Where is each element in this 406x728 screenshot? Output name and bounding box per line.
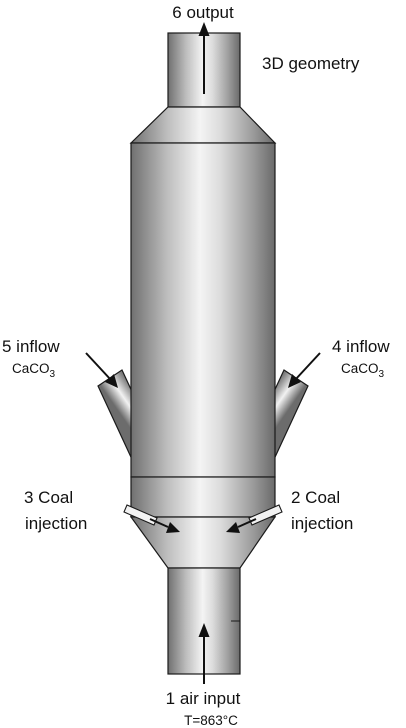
inflow-right-formula-main: CaCO xyxy=(341,361,379,376)
inflow-right-formula-sub: 3 xyxy=(379,369,385,380)
inflow-left-title: 5 inflow xyxy=(2,337,60,356)
coal-right-arrow xyxy=(226,518,257,533)
lower-section xyxy=(130,476,276,518)
reactor-body xyxy=(130,142,276,478)
coal-right-line2: injection xyxy=(291,514,353,533)
inflow-left-arrow xyxy=(85,352,118,388)
coal-nozzle-left xyxy=(123,504,158,526)
output-arrow xyxy=(198,22,210,94)
inflow-right-formula: CaCO3 xyxy=(341,361,385,380)
coal-right-line1: 2 Coal xyxy=(291,488,340,507)
coal-nozzle-right xyxy=(248,504,283,526)
inflow-right-arrow xyxy=(288,352,321,388)
coal-left-arrow xyxy=(149,518,180,533)
coal-left-line2: injection xyxy=(25,514,87,533)
air-input-label: 1 air input xyxy=(166,689,241,708)
inflow-right-title: 4 inflow xyxy=(332,337,390,356)
inflow-left-formula-main: CaCO xyxy=(12,361,50,376)
coal-left-line1: 3 Coal xyxy=(24,488,73,507)
output-label: 6 output xyxy=(172,3,234,22)
inflow-left-formula-sub: 3 xyxy=(50,369,56,380)
upper-cone xyxy=(129,106,277,144)
inflow-left-formula: CaCO3 xyxy=(12,361,56,380)
air-input-arrow xyxy=(198,623,210,684)
geometry-label: 3D geometry xyxy=(262,54,360,73)
temperature-label: T=863°C xyxy=(184,713,238,728)
